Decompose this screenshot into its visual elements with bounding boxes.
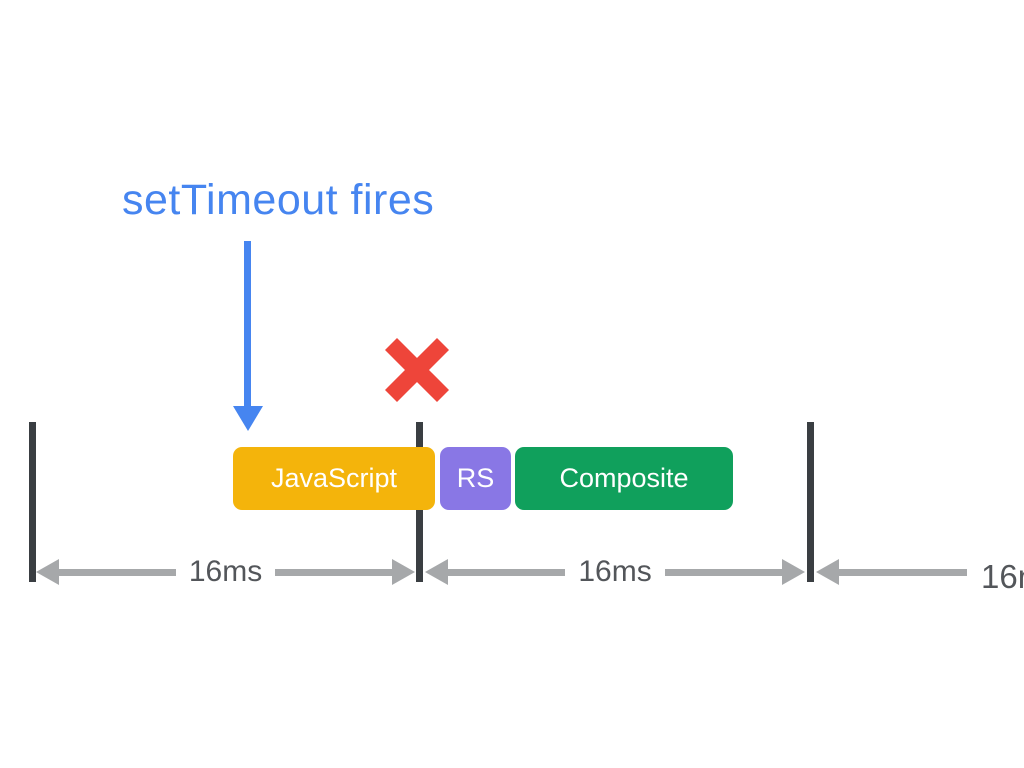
task-label-javascript: JavaScript: [270, 463, 398, 493]
arrow-head: [233, 406, 263, 431]
interval-arrow-3: 16ms: [816, 558, 1024, 595]
task-label-composite: Composite: [559, 463, 689, 493]
frame-boundary-tick-3: [807, 422, 814, 582]
measure-line: [59, 568, 176, 576]
cancelled-frame-x-icon: [384, 337, 450, 403]
measure-line: [448, 568, 566, 576]
arrow-shaft: [244, 241, 251, 407]
measure-line: [839, 568, 967, 576]
interval-label-3: 16ms: [981, 558, 1024, 595]
task-box-composite: Composite: [515, 447, 733, 510]
arrowhead-left-icon: [425, 559, 448, 585]
task-label-rs: RS: [456, 463, 495, 493]
interval-label-1: 16ms: [188, 555, 263, 588]
arrowhead-right-icon: [392, 559, 416, 585]
task-box-rs: RS: [440, 447, 511, 510]
task-box-javascript: JavaScript: [233, 447, 435, 510]
frame-boundary-tick-1: [29, 422, 36, 582]
interval-arrow-2: 16ms: [425, 555, 806, 588]
measure-line: [275, 568, 393, 576]
arrowhead-left-icon: [36, 559, 59, 585]
arrowhead-right-icon: [782, 559, 806, 585]
interval-arrow-1: 16ms: [36, 555, 416, 588]
settimeout-fires-label: setTimeout fires: [122, 176, 435, 224]
interval-label-2: 16ms: [578, 555, 652, 588]
arrowhead-left-icon: [816, 559, 839, 585]
measure-line: [664, 568, 783, 576]
